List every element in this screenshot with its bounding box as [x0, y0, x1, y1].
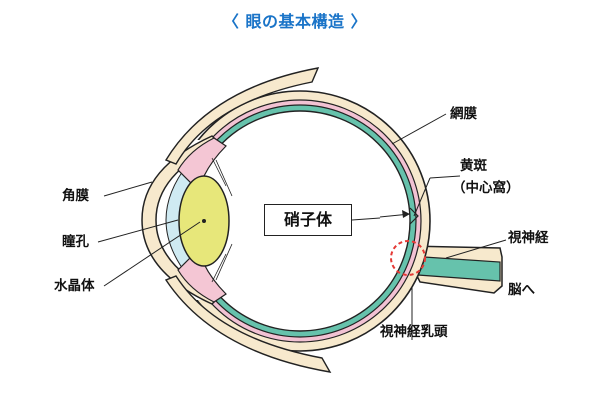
diagram-title: 〈 眼の基本構造 〉	[222, 12, 368, 31]
leader-lines	[97, 113, 507, 340]
fovea-label: （中心窩）	[452, 180, 520, 196]
iris-upper	[177, 137, 227, 189]
to-brain-label: 脳へ	[508, 282, 535, 298]
optic-nerve-bundle	[404, 245, 503, 294]
macula-pit	[409, 207, 419, 225]
zonule-fibers	[211, 157, 233, 283]
lens-center-dot	[202, 219, 206, 223]
iris-lower	[177, 251, 227, 303]
optic-disc-marker	[390, 240, 426, 276]
retina-label: 網膜	[450, 106, 477, 122]
macula-label: 黄斑	[460, 158, 487, 174]
optic-nerve-label: 視神経	[508, 230, 549, 246]
optic-disc-label: 視神経乳頭	[380, 324, 448, 340]
upper-eyelid	[164, 67, 320, 165]
cornea-shape	[141, 135, 222, 305]
lower-eyelid	[164, 275, 332, 373]
vitreous-arrow-head	[402, 210, 410, 218]
pupil-label: 瞳孔	[62, 234, 89, 250]
lens-label: 水晶体	[54, 278, 95, 294]
cornea-label: 角膜	[62, 188, 89, 204]
vitreous-label: 硝子体	[264, 204, 352, 236]
